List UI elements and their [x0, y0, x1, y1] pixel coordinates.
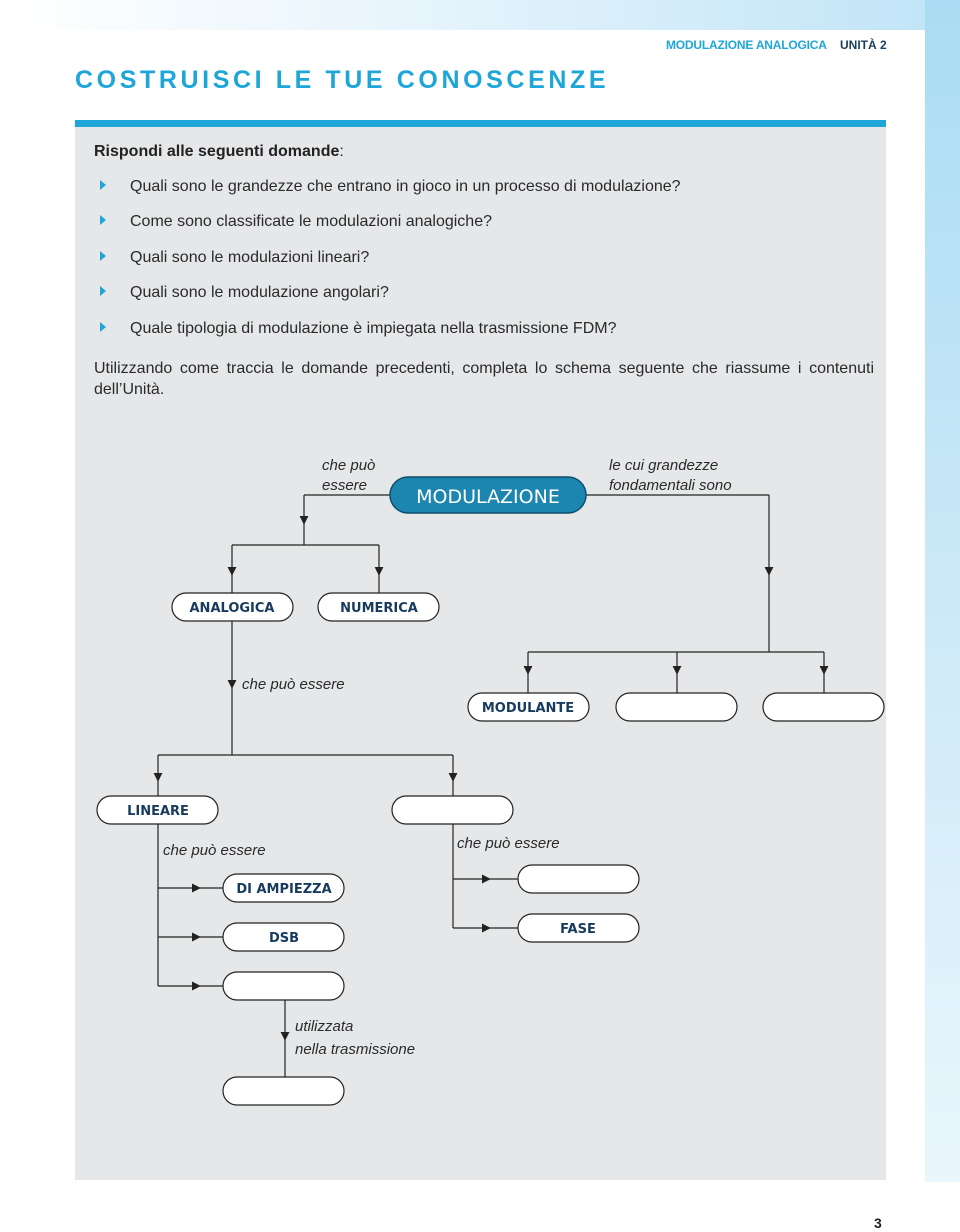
- node-di-ampiezza-label: DI AMPIEZZA: [236, 882, 331, 897]
- node-numerica: NUMERICA: [317, 592, 440, 622]
- node-fase: FASE: [517, 913, 640, 943]
- question-text: Quali sono le modulazione angolari?: [130, 284, 389, 301]
- question-item: Quali sono le modulazioni lineari?: [100, 249, 369, 267]
- bullet-arrow-icon: [100, 286, 106, 296]
- question-item: Quali sono le modulazione angolari?: [100, 284, 389, 302]
- label-right-line2: fondamentali sono: [609, 477, 732, 494]
- label-left-line2: essere: [322, 477, 367, 494]
- node-dsb-shape: [222, 922, 345, 952]
- side-color-band: [925, 0, 960, 1182]
- node-modulante-shape: [467, 692, 590, 722]
- root-node-shape: [389, 476, 587, 514]
- node-lineare: LINEARE: [96, 795, 219, 825]
- node-blank-2-shape[interactable]: [762, 692, 885, 722]
- node-blank-angular-shape[interactable]: [391, 795, 514, 825]
- question-item: Come sono classificate le modulazioni an…: [100, 213, 492, 231]
- question-text: Quali sono le grandezze che entrano in g…: [130, 178, 681, 195]
- top-color-band: [0, 0, 960, 30]
- node-blank-lin3-shape[interactable]: [222, 971, 345, 1001]
- question-item: Quale tipologia di modulazione è impiega…: [100, 320, 616, 338]
- node-blank-ang1[interactable]: [517, 864, 640, 894]
- exercise-panel: [75, 127, 886, 1180]
- node-modulante-label: MODULANTE: [482, 701, 574, 716]
- question-text: Come sono classificate le modulazioni an…: [130, 213, 492, 230]
- page-title: COSTRUISCI LE TUE CONOSCENZE: [75, 66, 610, 94]
- node-fase-label: FASE: [560, 922, 596, 937]
- node-blank-angular[interactable]: [391, 795, 514, 825]
- label-analogica: che può essere: [242, 676, 345, 693]
- node-di-ampiezza: DI AMPIEZZA: [222, 873, 345, 903]
- node-blank-lin3[interactable]: [222, 971, 345, 1001]
- node-blank-ang1-shape[interactable]: [517, 864, 640, 894]
- label-angular: che può essere: [457, 835, 560, 852]
- running-header-section: MODULAZIONE ANALOGICA: [666, 38, 827, 52]
- node-fase-shape: [517, 913, 640, 943]
- node-blank-1[interactable]: [615, 692, 738, 722]
- node-numerica-shape: [317, 592, 440, 622]
- bullet-arrow-icon: [100, 180, 106, 190]
- running-header-unit: UNITÀ 2: [840, 38, 887, 52]
- label-lineare: che può essere: [163, 842, 266, 859]
- node-blank-2[interactable]: [762, 692, 885, 722]
- bullet-arrow-icon: [100, 215, 106, 225]
- node-modulante: MODULANTE: [467, 692, 590, 722]
- question-text: Quale tipologia di modulazione è impiega…: [130, 320, 617, 337]
- node-di-ampiezza-shape: [222, 873, 345, 903]
- label-left-line1: che può: [322, 457, 375, 474]
- node-analogica-shape: [171, 592, 294, 622]
- root-node: MODULAZIONE: [389, 476, 587, 514]
- intro-suffix: :: [339, 143, 344, 160]
- bullet-arrow-icon: [100, 322, 106, 332]
- instruction-text: Utilizzando come traccia le domande prec…: [94, 360, 874, 398]
- question-item: Quali sono le grandezze che entrano in g…: [100, 178, 681, 196]
- intro-bold: Rispondi alle seguenti domande: [94, 143, 340, 160]
- label-used-line1: utilizzata: [295, 1018, 353, 1035]
- node-dsb-label: DSB: [269, 931, 299, 946]
- node-analogica-label: ANALOGICA: [190, 601, 275, 616]
- title-rule: [75, 120, 886, 127]
- connector-lines: [153, 494, 829, 1077]
- page-number: 3: [874, 1215, 882, 1231]
- root-node-label: MODULAZIONE: [416, 486, 560, 508]
- node-lineare-shape: [96, 795, 219, 825]
- node-lineare-label: LINEARE: [127, 804, 189, 819]
- node-numerica-label: NUMERICA: [340, 601, 418, 616]
- node-dsb: DSB: [222, 922, 345, 952]
- intro-text: Rispondi alle seguenti domande:: [94, 143, 344, 161]
- node-blank-final[interactable]: [222, 1076, 345, 1106]
- node-blank-final-shape[interactable]: [222, 1076, 345, 1106]
- node-analogica: ANALOGICA: [171, 592, 294, 622]
- node-blank-1-shape[interactable]: [615, 692, 738, 722]
- bullet-arrow-icon: [100, 251, 106, 261]
- label-right-line1: le cui grandezze: [609, 457, 718, 474]
- question-text: Quali sono le modulazioni lineari?: [130, 249, 370, 266]
- label-used-line2: nella trasmissione: [295, 1041, 415, 1058]
